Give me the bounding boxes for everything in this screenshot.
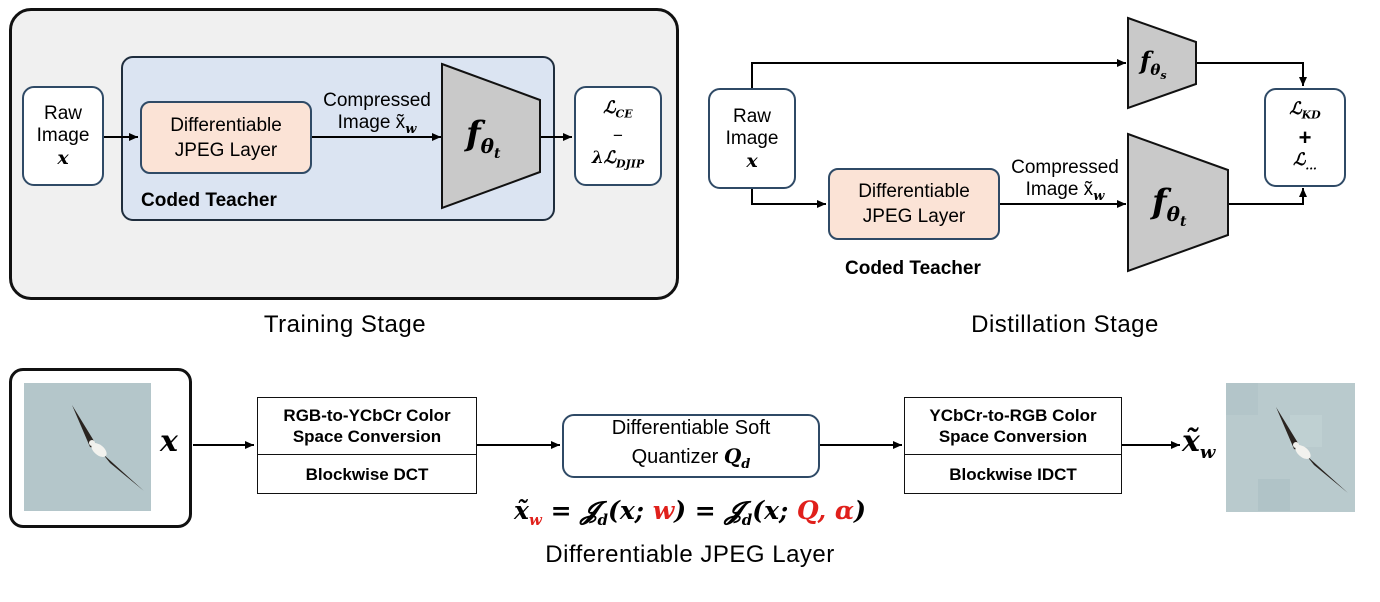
teacher-theta: θ: [480, 133, 494, 158]
eq-j1: 𝓙: [580, 496, 598, 525]
loss-other-sub: ...: [1305, 158, 1317, 172]
jpeg-line1-distill: Differentiable: [858, 181, 970, 202]
bird-compressed-icon: [1226, 383, 1355, 512]
jpeg-layer-box-distill: Differentiable JPEG Layer: [828, 168, 1000, 240]
loss-djip: λℒ: [591, 148, 616, 168]
arrow-teacher-to-loss-distill: [1228, 188, 1307, 205]
compressed-line1: Compressed: [323, 90, 431, 111]
student-f: f: [1140, 46, 1151, 75]
jpeg-line2: JPEG Layer: [174, 139, 278, 161]
eq-j2-close: ): [854, 496, 866, 525]
bird-icon: [24, 383, 151, 511]
soft-quantizer-box: Differentiable Soft Quantizer Qd: [562, 414, 820, 478]
teacher-network-trapezoid-distill: [1127, 132, 1229, 273]
loss-plus: +: [1298, 124, 1312, 150]
eq-j1-arg: (x;: [608, 496, 653, 525]
loss-ce: ℒ: [603, 97, 616, 118]
eq-j2-sub: d: [741, 511, 753, 529]
compressed-image-label-distill: Compressed Image x̃w: [1000, 157, 1130, 208]
teacher-network-label: fθt: [466, 114, 500, 162]
eq-lhs-sub: w: [528, 511, 542, 529]
loss-other: ℒ: [1293, 149, 1306, 170]
rgb-to-ycbcr-line1: RGB-to-YCbCr Color: [283, 406, 451, 425]
rgb-to-ycbcr-cell: RGB-to-YCbCr Color Space Conversion: [258, 398, 476, 455]
raw-label-distill: Raw: [732, 105, 771, 127]
training-stage-label: Training Stage: [263, 311, 427, 338]
loss-ce-sub: CE: [615, 107, 633, 120]
quantizer-line2: Quantizer: [631, 445, 719, 468]
output-x: x̃: [1182, 424, 1200, 459]
compressed-line2-distill: Image x̃: [1025, 179, 1094, 200]
x-var: x: [57, 147, 69, 169]
jpeg-layer-box: Differentiable JPEG Layer: [140, 101, 312, 174]
eq-lhs: x̃: [514, 496, 529, 525]
loss-box: ℒCE − λℒDJIP: [574, 86, 662, 186]
eq-j2: 𝓙: [724, 496, 742, 525]
coded-teacher-label-distill: Coded Teacher: [845, 258, 981, 279]
quantizer-sub: d: [741, 456, 751, 472]
loss-kd: ℒ: [1289, 99, 1302, 120]
arrow-raw-to-student: [751, 59, 1126, 88]
arrow-raw-to-jpeg-distill: [751, 189, 826, 208]
ycbcr-to-rgb-line2: Space Conversion: [938, 427, 1088, 446]
compressed-line2: Image x̃: [337, 112, 406, 133]
teacher-f: f: [466, 114, 481, 154]
raw-label: Raw: [43, 103, 82, 124]
output-x-sub: w: [1199, 442, 1216, 463]
teacher-t-distill: t: [1179, 213, 1187, 230]
quantizer-q: Q: [723, 443, 742, 468]
output-image-albatross: [1226, 383, 1355, 512]
arrow-student-to-loss: [1197, 62, 1307, 86]
blockwise-idct-cell: Blockwise IDCT: [949, 464, 1077, 484]
coded-teacher-label: Coded Teacher: [141, 190, 277, 211]
compressed-line1-distill: Compressed: [1011, 157, 1119, 178]
teacher-network-trapezoid: [441, 62, 541, 210]
compressed-sub-distill: w: [1093, 188, 1105, 204]
eq-j1-close: ): [674, 496, 687, 525]
jpeg-line2-distill: JPEG Layer: [862, 206, 966, 227]
input-x-label: x: [160, 424, 178, 459]
jpeg-line1: Differentiable: [170, 114, 282, 136]
loss-kd-sub: KD: [1301, 108, 1321, 122]
student-theta: θ: [1150, 60, 1161, 79]
eq-j1-param: w: [652, 496, 675, 525]
loss-minus: −: [613, 126, 623, 145]
teacher-theta-distill: θ: [1166, 201, 1180, 226]
student-network-trapezoid: [1127, 16, 1197, 110]
raw-image-box: Raw Image x: [22, 86, 104, 186]
eq-j2-arg: (x;: [752, 496, 797, 525]
blockwise-dct-cell: Blockwise DCT: [305, 464, 429, 484]
jpeg-equation: x̃w = 𝓙d(x; w) = 𝓙d(x; Q, α): [480, 496, 900, 529]
loss-djip-sub: DJIP: [616, 157, 645, 171]
eq-equals-2: =: [694, 496, 716, 525]
student-s: s: [1160, 68, 1167, 82]
eq-equals-1: =: [550, 496, 572, 525]
input-image-albatross: [24, 383, 151, 511]
compressed-sub: w: [405, 121, 417, 137]
loss-box-distill: ℒKD + ℒ...: [1264, 88, 1346, 187]
eq-j2-param: Q, α: [796, 496, 855, 525]
image-label-distill: Image: [725, 127, 779, 149]
x-var-distill: x: [746, 149, 758, 172]
raw-image-box-distill: Raw Image x: [708, 88, 796, 189]
distillation-stage-label: Distillation Stage: [971, 311, 1159, 338]
compressed-image-label: Compressed Image x̃w: [312, 90, 442, 141]
eq-j1-sub: d: [597, 511, 609, 529]
inverse-transform-box: YCbCr-to-RGB Color Space Conversion Bloc…: [904, 397, 1122, 494]
output-x-label: x̃w: [1182, 424, 1215, 463]
student-network-label: fθs: [1140, 46, 1167, 82]
ycbcr-to-rgb-line1: YCbCr-to-RGB Color: [929, 406, 1097, 425]
rgb-to-ycbcr-line2: Space Conversion: [292, 427, 442, 446]
quantizer-line1: Differentiable Soft: [611, 416, 771, 439]
teacher-t: t: [493, 145, 501, 162]
teacher-f-distill: f: [1152, 182, 1167, 222]
forward-transform-box: RGB-to-YCbCr Color Space Conversion Bloc…: [257, 397, 477, 494]
image-label: Image: [36, 125, 90, 146]
teacher-network-label-distill: fθt: [1152, 182, 1186, 230]
jpeg-layer-caption: Differentiable JPEG Layer: [545, 541, 835, 568]
ycbcr-to-rgb-cell: YCbCr-to-RGB Color Space Conversion: [905, 398, 1121, 455]
